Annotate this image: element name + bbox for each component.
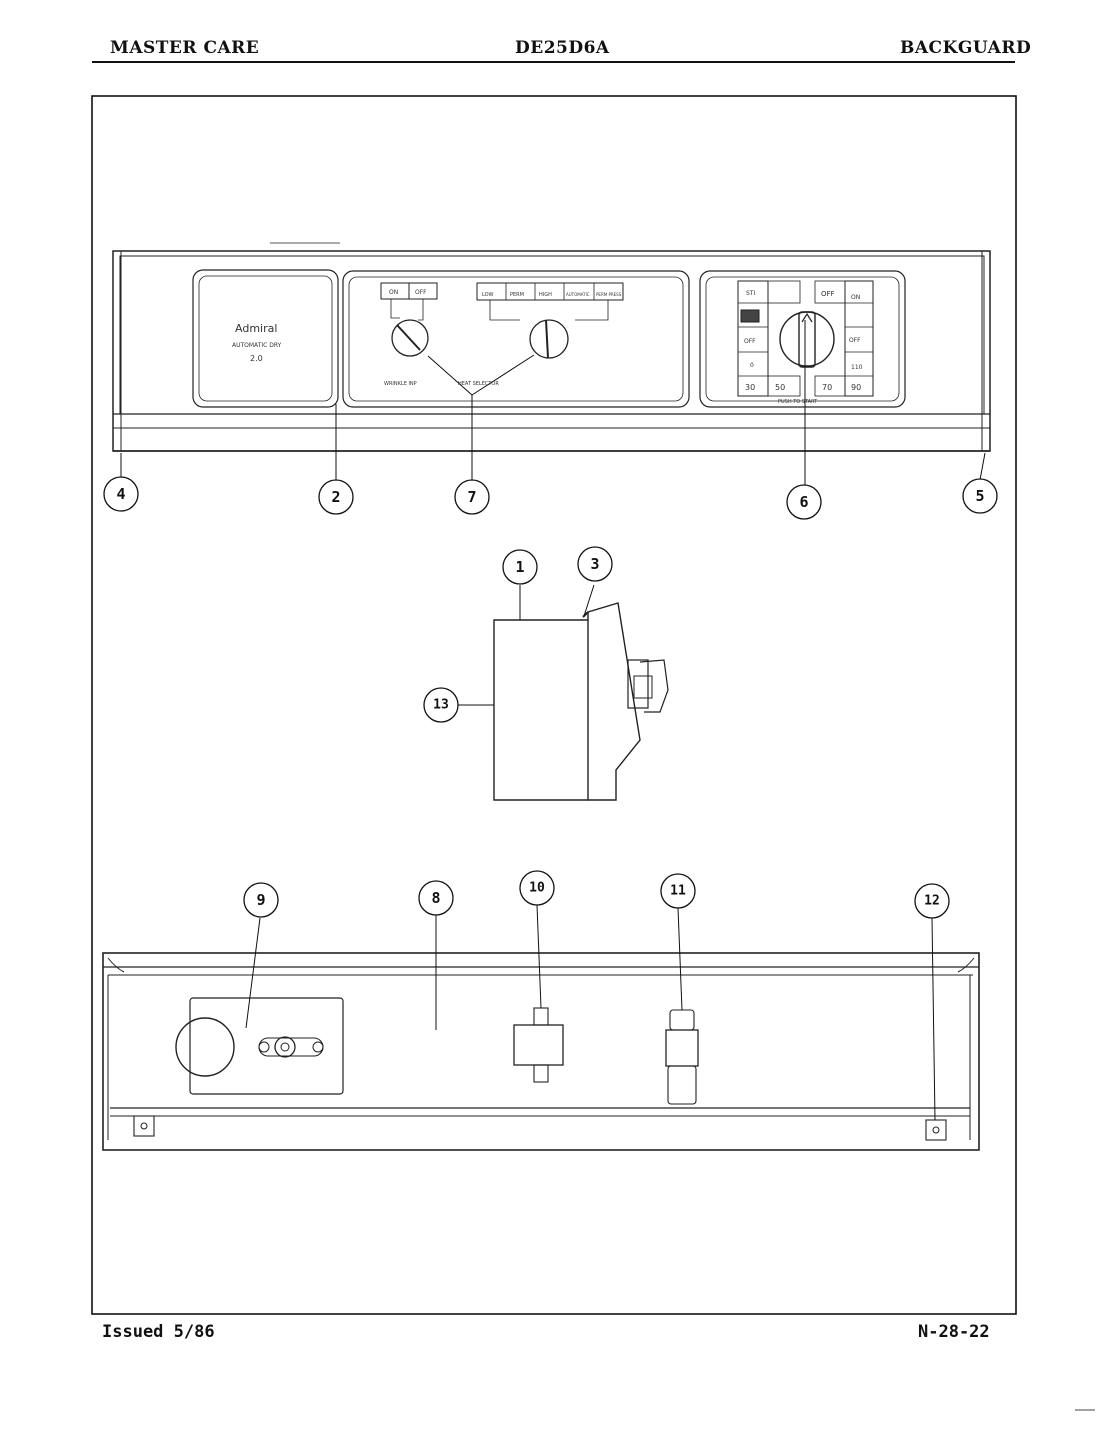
heat-option-1: LOW bbox=[482, 292, 494, 298]
timer-label-70: 70 bbox=[822, 383, 832, 392]
callout-7 bbox=[454, 479, 490, 515]
timer-panel bbox=[699, 270, 906, 408]
wrinkle-on-label: ON bbox=[389, 289, 398, 296]
footer-page-code: N-28-22 bbox=[918, 1322, 990, 1342]
callout-label-4: 4 bbox=[116, 485, 125, 503]
callout-4 bbox=[103, 476, 139, 512]
footer-issued: Issued 5/86 bbox=[102, 1322, 215, 1342]
top-leader-lines bbox=[120, 320, 986, 485]
middle-leader-lines bbox=[458, 584, 595, 706]
timer-motor-plate bbox=[189, 997, 344, 1095]
heat-option-4: AUTOMATIC bbox=[566, 292, 590, 297]
callout-label-1: 1 bbox=[515, 558, 524, 576]
callout-label-2: 2 bbox=[331, 488, 340, 506]
timer-motor bbox=[175, 1017, 235, 1077]
header-center: DE25D6A bbox=[515, 38, 610, 58]
callout-label-7: 7 bbox=[467, 488, 476, 506]
callout-12 bbox=[914, 883, 950, 919]
heat-option-5: PERM PRESS bbox=[596, 292, 622, 297]
callout-label-9: 9 bbox=[256, 891, 265, 909]
callout-2 bbox=[318, 479, 354, 515]
heat-selector-knob bbox=[529, 319, 569, 359]
callout-6 bbox=[786, 484, 822, 520]
heat-option-3: HIGH bbox=[539, 292, 552, 298]
callout-1 bbox=[502, 549, 538, 585]
wrinkle-switch bbox=[513, 1024, 564, 1066]
timer-label-zero: 0 bbox=[750, 362, 754, 369]
timer-label-50: 50 bbox=[775, 383, 785, 392]
callout-5 bbox=[962, 478, 998, 514]
middle-control-panel bbox=[342, 270, 690, 408]
callout-label-12: 12 bbox=[924, 894, 940, 909]
brand-sub-text: AUTOMATIC DRY bbox=[232, 342, 282, 349]
callout-10 bbox=[519, 870, 555, 906]
timer-label-off-left: OFF bbox=[744, 338, 756, 345]
timer-label-off-top: OFF bbox=[821, 290, 835, 298]
callout-label-11: 11 bbox=[670, 884, 686, 899]
header-left: MASTER CARE bbox=[110, 38, 260, 58]
callout-13 bbox=[423, 687, 459, 723]
wrinkle-knob bbox=[391, 319, 429, 357]
heat-option-2: PERM bbox=[510, 292, 524, 298]
callout-label-3: 3 bbox=[590, 555, 599, 573]
callout-label-5: 5 bbox=[975, 487, 984, 505]
timer-label-on: ON bbox=[851, 294, 860, 301]
bottom-leader-lines bbox=[245, 904, 936, 1121]
callout-8 bbox=[418, 880, 454, 916]
wrinkle-label: WRINKLE INP bbox=[384, 381, 417, 387]
callout-label-6: 6 bbox=[799, 493, 808, 511]
header-right: BACKGUARD bbox=[900, 38, 1032, 58]
diagram-frame bbox=[91, 95, 1017, 1315]
timer-label: PUSH TO START bbox=[778, 399, 818, 405]
callout-label-8: 8 bbox=[431, 889, 440, 907]
callouts bbox=[103, 476, 998, 919]
heat-selector-buttons bbox=[476, 282, 624, 301]
callout-9 bbox=[243, 882, 279, 918]
timer-label-90: 90 bbox=[851, 383, 861, 392]
brand-text: Admiral bbox=[235, 322, 277, 335]
heat-selector-label: HEAT SELECTOR bbox=[458, 381, 499, 387]
heat-switch bbox=[665, 1029, 699, 1067]
backguard-front-view: Admiral AUTOMATIC DRY 2.0 ON OFF WRINKLE… bbox=[112, 242, 991, 452]
timer-label-off-right: OFF bbox=[849, 337, 861, 344]
backguard-rear-view bbox=[102, 952, 980, 1151]
timer-label-110: 110 bbox=[851, 364, 863, 371]
callout-3 bbox=[577, 546, 613, 582]
brand-num-text: 2.0 bbox=[250, 354, 263, 363]
timer-label-sti: STI bbox=[746, 290, 755, 297]
callout-label-13: 13 bbox=[433, 698, 449, 713]
wrinkle-off-label: OFF bbox=[415, 289, 427, 296]
timer-label-30: 30 bbox=[745, 383, 755, 392]
nameplate bbox=[192, 269, 339, 408]
backguard-side-view bbox=[493, 602, 669, 801]
callout-label-10: 10 bbox=[529, 881, 545, 896]
callout-11 bbox=[660, 873, 696, 909]
timer-knob bbox=[779, 311, 835, 367]
